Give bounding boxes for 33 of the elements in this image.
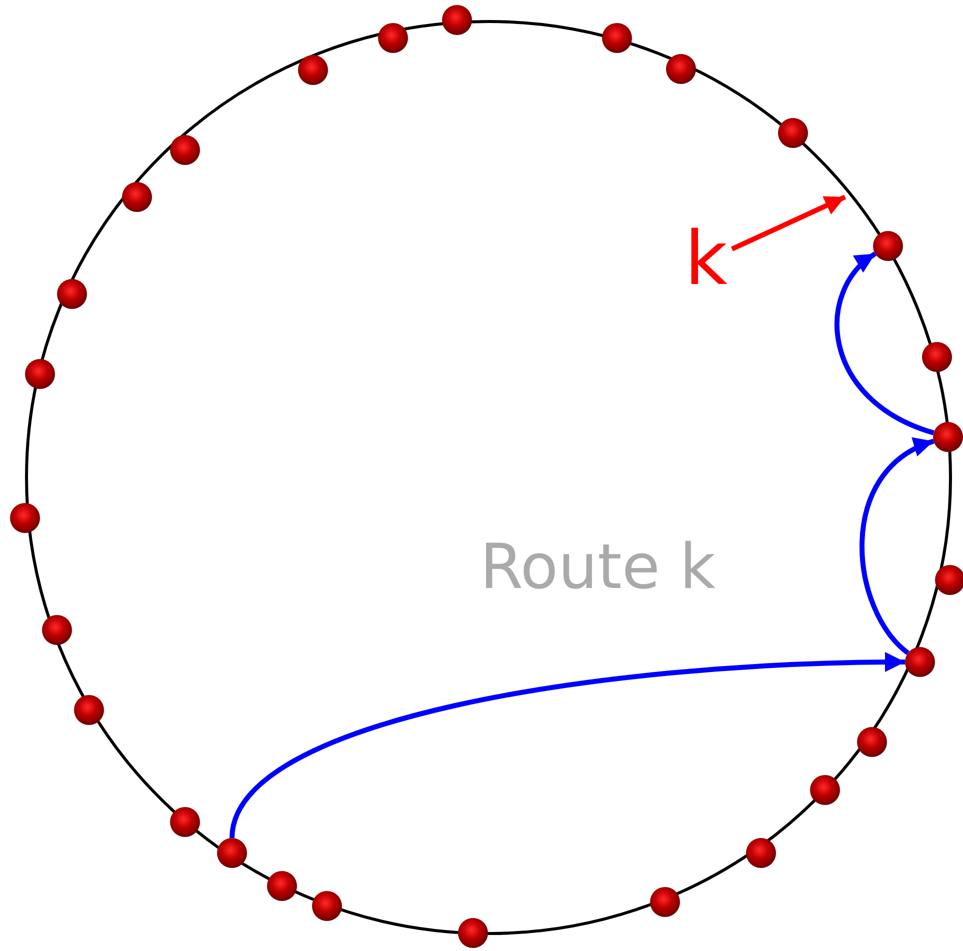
sphere-node <box>810 775 840 805</box>
sphere-node <box>10 503 40 533</box>
route-label: Route k <box>480 530 716 603</box>
sphere-node <box>778 118 808 148</box>
sphere-node <box>267 871 297 901</box>
node-label: k <box>680 222 732 300</box>
sphere-node <box>746 838 776 868</box>
sphere-node <box>42 615 72 645</box>
arrow <box>860 438 935 655</box>
sphere-node <box>25 359 55 389</box>
arrow <box>730 194 846 252</box>
sphere-node <box>873 231 903 261</box>
sphere-node <box>442 5 472 35</box>
sphere-node <box>217 838 247 868</box>
sphere-node <box>905 647 935 677</box>
sphere-node <box>857 727 887 757</box>
sphere-node <box>922 342 952 372</box>
sphere-node <box>298 55 328 85</box>
sphere-node <box>312 891 342 921</box>
arrow <box>230 652 906 839</box>
sphere-node <box>933 422 963 452</box>
sphere-node <box>378 23 408 53</box>
sphere-node <box>57 279 87 309</box>
sphere-node <box>935 565 963 595</box>
arrow <box>834 252 934 436</box>
sphere-node <box>170 135 200 165</box>
sphere-node <box>170 807 200 837</box>
sphere-node <box>458 918 488 948</box>
sphere-node <box>602 23 632 53</box>
sphere-node <box>666 54 696 84</box>
sphere-node <box>650 887 680 917</box>
sphere-node <box>74 695 104 725</box>
sphere-node <box>122 182 152 212</box>
